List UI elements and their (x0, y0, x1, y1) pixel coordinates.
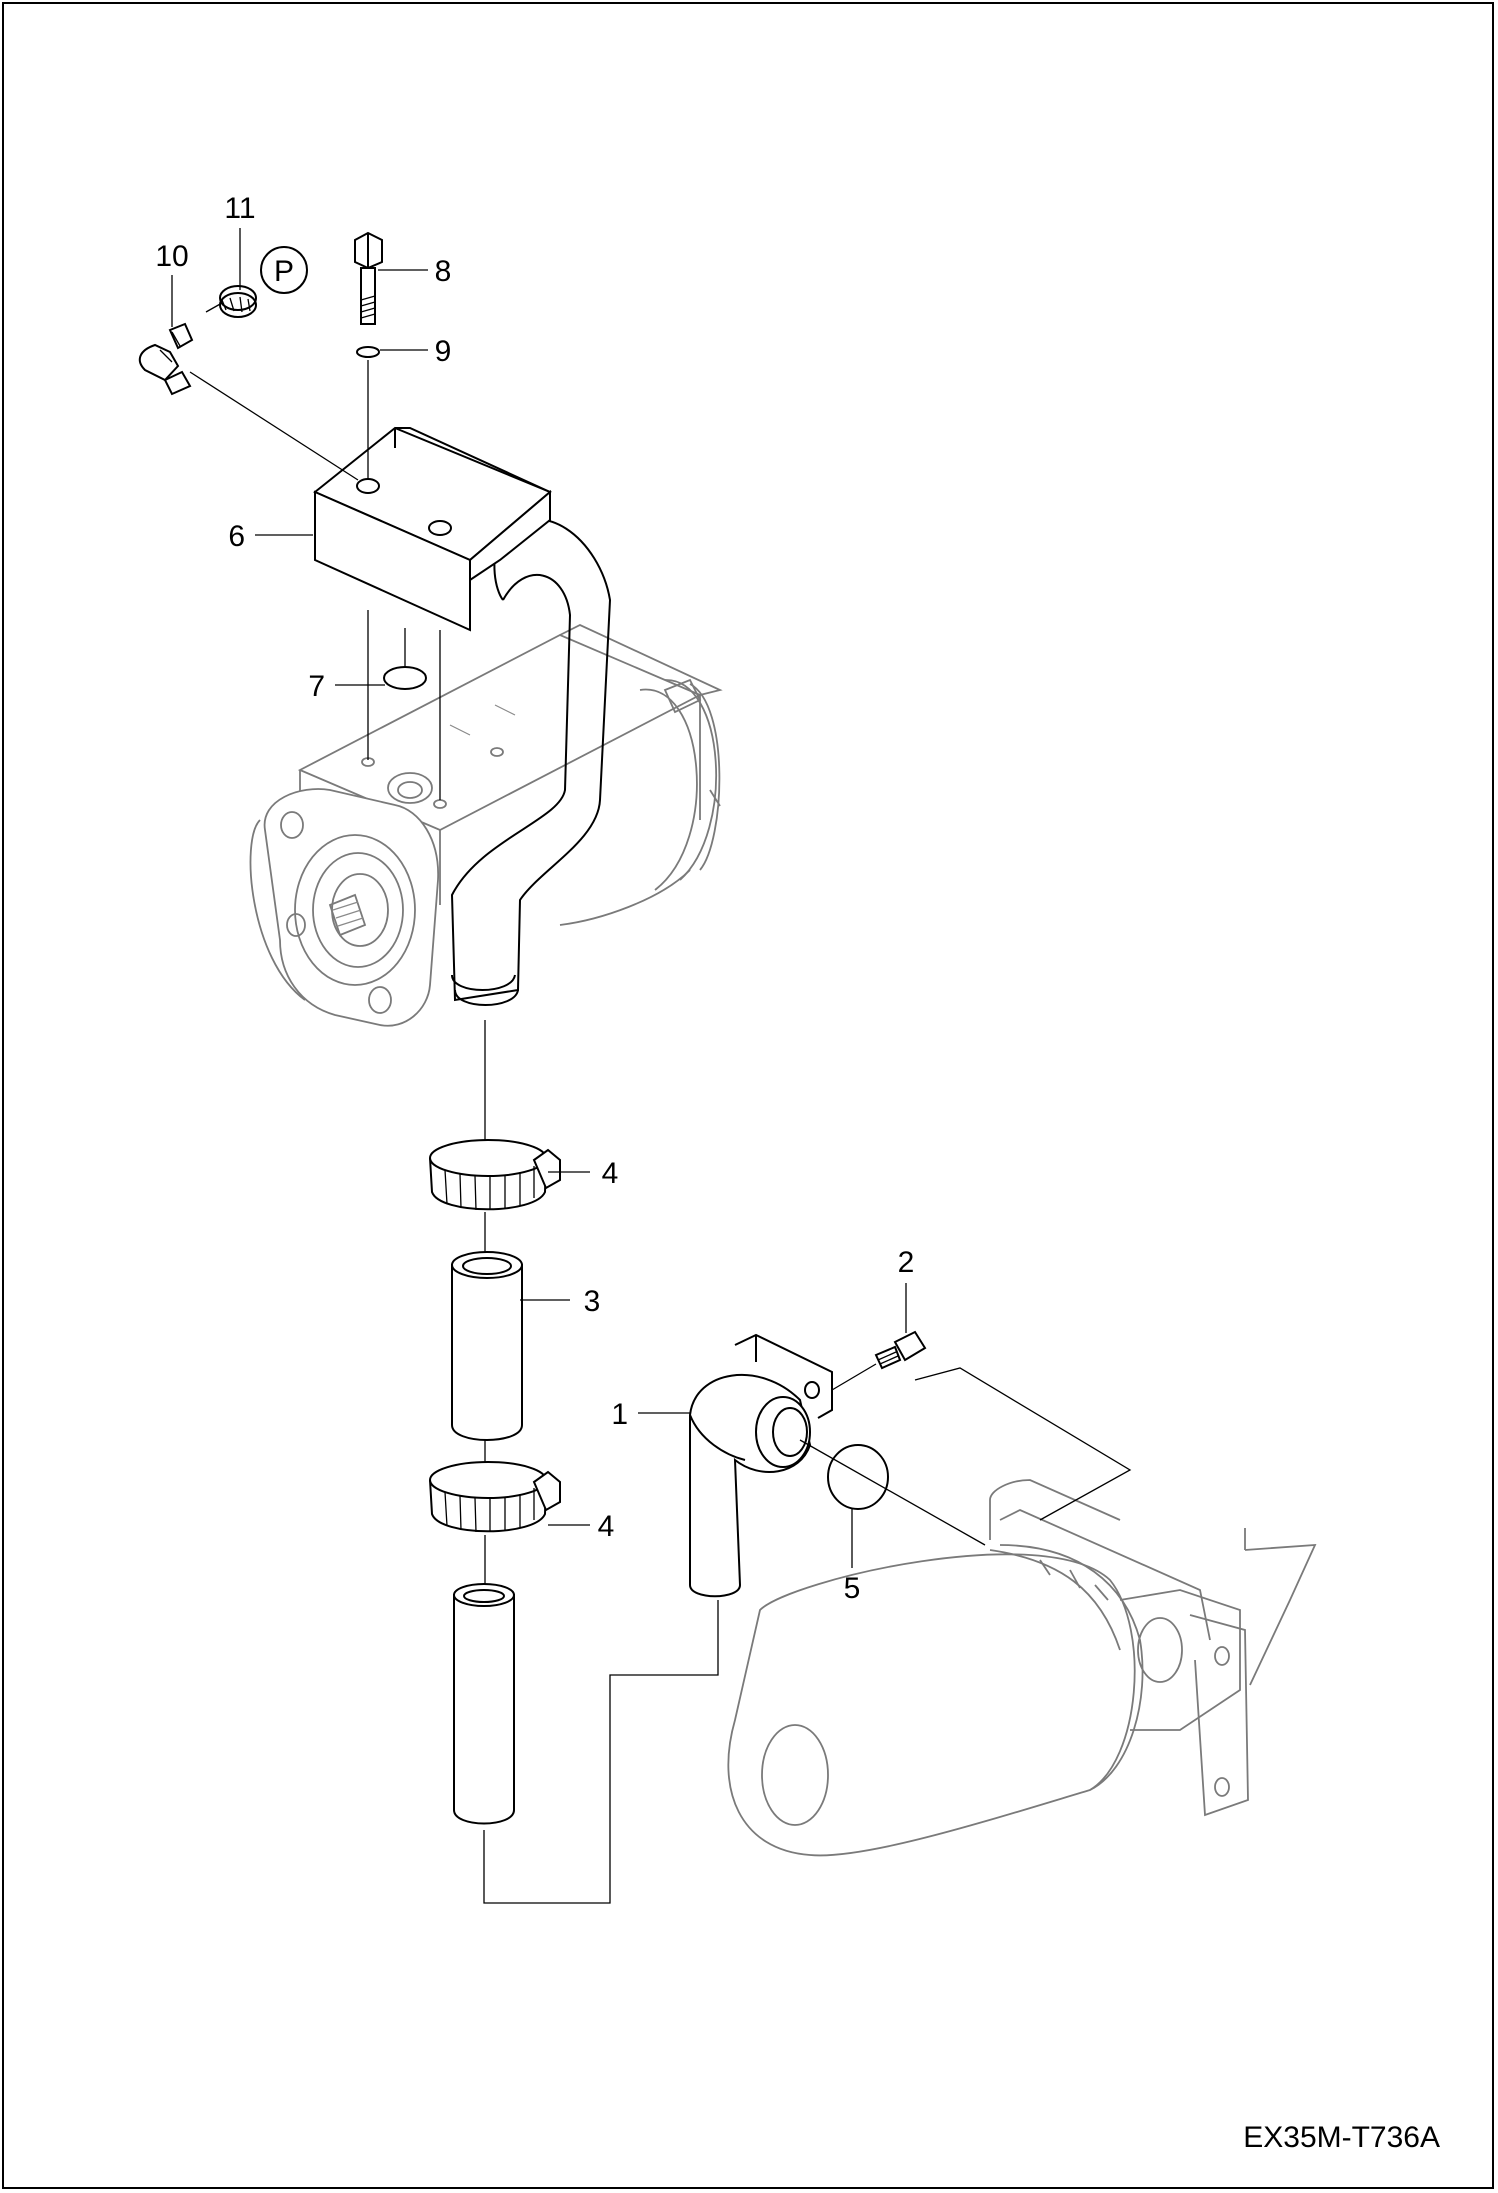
callout-1: 1 (611, 1398, 628, 1431)
hose-clamp-small (219, 285, 257, 318)
callout-10: 10 (155, 240, 188, 273)
suction-tube (450, 518, 612, 1006)
elbow-adapter (689, 1333, 833, 1598)
o-ring-block (383, 666, 427, 690)
callout-5: 5 (844, 1572, 861, 1605)
callout-9: 9 (435, 335, 452, 368)
pressure-symbol: P (260, 246, 308, 294)
callout-6: 6 (228, 520, 245, 553)
connector-fitting (874, 1330, 927, 1370)
callout-11: 11 (224, 192, 255, 225)
o-ring-filter (827, 1444, 889, 1510)
hose-clamp-lower (429, 1461, 561, 1533)
symbol-letter: P (274, 255, 294, 288)
callout-labels: 11 10 8 9 6 7 4 3 4 1 2 5 (155, 192, 914, 1605)
callout-4-upper: 4 (602, 1157, 619, 1190)
elbow-fitting (138, 322, 194, 396)
hydraulic-pump (249, 624, 723, 1027)
callout-3: 3 (584, 1285, 601, 1318)
assembly-lines (189, 302, 1132, 1904)
callout-2: 2 (898, 1246, 915, 1279)
valve-block (313, 426, 552, 632)
hose-lower (453, 1583, 515, 1825)
hose-clamp-upper (429, 1139, 561, 1211)
bolt (354, 231, 383, 325)
oil-filter (727, 1479, 1317, 1857)
callout-8: 8 (435, 255, 452, 288)
callout-4-lower: 4 (598, 1510, 615, 1543)
washer (356, 346, 380, 358)
callout-7: 7 (308, 670, 325, 703)
drawing-code: EX35M-T736A (1243, 2121, 1440, 2154)
hose-upper (451, 1251, 523, 1441)
callout-leaders (171, 228, 907, 1568)
